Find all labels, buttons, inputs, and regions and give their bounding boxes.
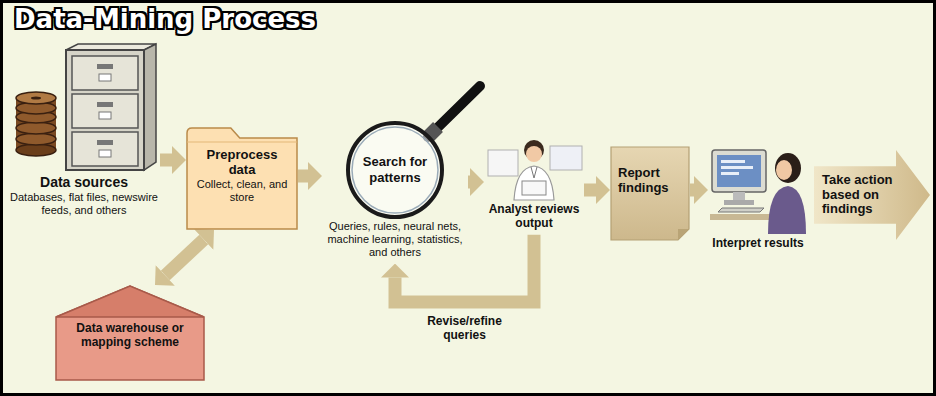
paper-fold xyxy=(678,229,689,240)
edge-label: Revise/refine queries xyxy=(417,313,513,344)
flow-arrow xyxy=(584,184,596,197)
block-arrow xyxy=(814,150,930,240)
house-roof xyxy=(56,286,204,317)
flow-arrow xyxy=(160,154,172,167)
node-body: Queries, rules, neural nets, machine lea… xyxy=(322,220,468,260)
node-body: Collect, clean, and store xyxy=(192,178,292,204)
disk-stack xyxy=(16,92,56,156)
analyst-figure xyxy=(488,140,582,200)
report-page: Report findings xyxy=(610,146,690,241)
magnifier-handle xyxy=(427,86,480,138)
flow-arrow xyxy=(468,176,470,189)
node-heading: Report findings xyxy=(618,166,682,196)
diagram-title: Data-Mining Process xyxy=(14,4,316,34)
folder-crease xyxy=(187,142,297,143)
node-heading: Search for patterns xyxy=(352,120,438,220)
flow-arrow xyxy=(165,240,204,276)
analyst-node: Analyst reviews output xyxy=(484,138,584,235)
folder-shape xyxy=(187,128,297,229)
magnifier-circle: Search for patternsQueries, rules, neura… xyxy=(322,120,468,264)
node-heading: Preprocess data xyxy=(192,148,292,178)
house-body xyxy=(56,286,204,380)
node-heading: Interpret results xyxy=(710,236,806,250)
node-heading: Data warehouse or mapping scheme xyxy=(65,321,195,350)
file-cabinet xyxy=(66,44,156,170)
interpret-node: Interpret results xyxy=(708,140,808,254)
folder-box: Preprocess dataCollect, clean, and store xyxy=(186,126,298,230)
computer-user xyxy=(710,150,806,234)
data-source-node: Data sourcesDatabases, flat files, newsw… xyxy=(8,38,160,221)
flow-arrow xyxy=(298,170,308,183)
paper-sheet xyxy=(611,147,689,240)
node-body: Databases, flat files, newswire feeds, a… xyxy=(10,191,158,217)
node-heading: Analyst reviews output xyxy=(486,202,582,231)
flow-arrow xyxy=(690,184,694,197)
node-heading: Data sources xyxy=(10,174,158,191)
action-arrow: Take action based on findings xyxy=(814,150,930,240)
node-heading: Take action based on findings xyxy=(822,173,908,218)
warehouse-house: Data warehouse or mapping scheme xyxy=(55,285,205,381)
